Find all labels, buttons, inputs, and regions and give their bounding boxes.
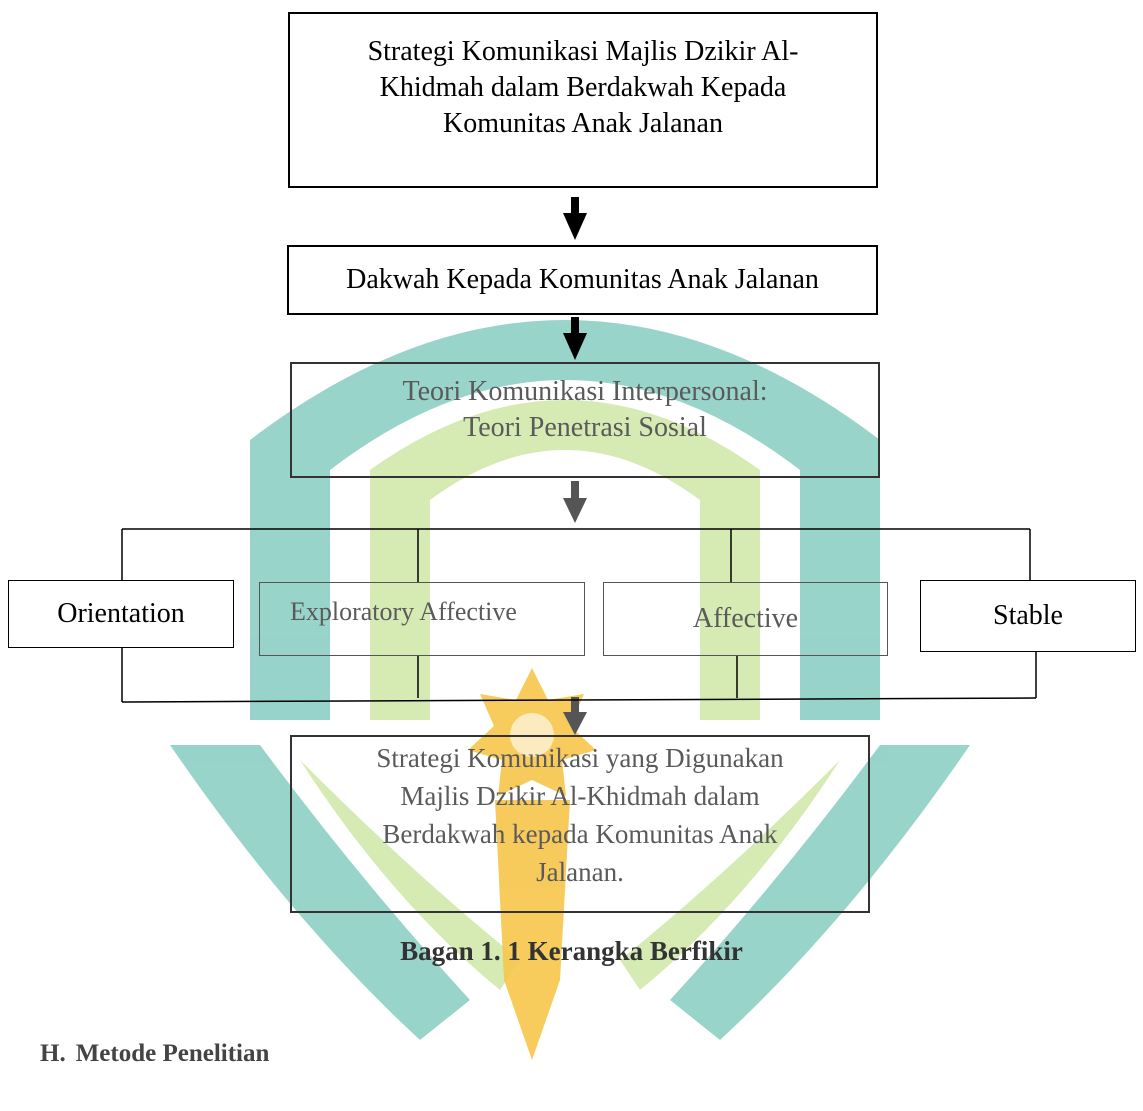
stage-exploratory-affective: Exploratory Affective [259,582,585,656]
box-result-line-2: Majlis Dzikir Al-Khidmah dalam [400,781,760,811]
stage-stable-label: Stable [993,600,1063,631]
stage-orientation-label: Orientation [57,598,185,629]
stage-affective: Affective [603,582,888,656]
box-result: Strategi Komunikasi yang Digunakan Majli… [290,735,870,913]
stage-affective-label: Affective [692,603,799,634]
box-top-line-2: Khidmah dalam Berdakwah Kepada [379,72,787,103]
stage-stable: Stable [920,580,1136,652]
figure-caption: Bagan 1. 1 Kerangka Berfikir [400,936,743,966]
box-dakwah: Dakwah Kepada Komunitas Anak Jalanan [287,245,878,315]
box-result-line-1: Strategi Komunikasi yang Digunakan [376,743,784,773]
section-title: Metode Penelitian [75,1040,270,1067]
stage-exploratory-label: Exploratory Affective [290,597,517,626]
box-theory: Teori Komunikasi Interpersonal: Teori Pe… [290,362,880,478]
box-strategy-topic: Strategi Komunikasi Majlis Dzikir Al- Kh… [288,12,878,188]
box-top-line-1: Strategi Komunikasi Majlis Dzikir Al- [367,36,799,67]
box-theory-line-1: Teori Komunikasi Interpersonal: [402,376,768,407]
box-result-line-3: Berdakwah kepada Komunitas Anak [382,819,778,849]
box-top-line-3: Komunitas Anak Jalanan [443,108,723,139]
box-theory-line-2: Teori Penetrasi Sosial [463,412,707,443]
box-dakwah-label: Dakwah Kepada Komunitas Anak Jalanan [346,264,819,295]
section-number: H. [40,1040,66,1067]
section-heading: H. Metode Penelitian [40,1040,279,1068]
stage-orientation: Orientation [8,580,234,648]
box-result-line-4: Jalanan. [536,857,624,887]
